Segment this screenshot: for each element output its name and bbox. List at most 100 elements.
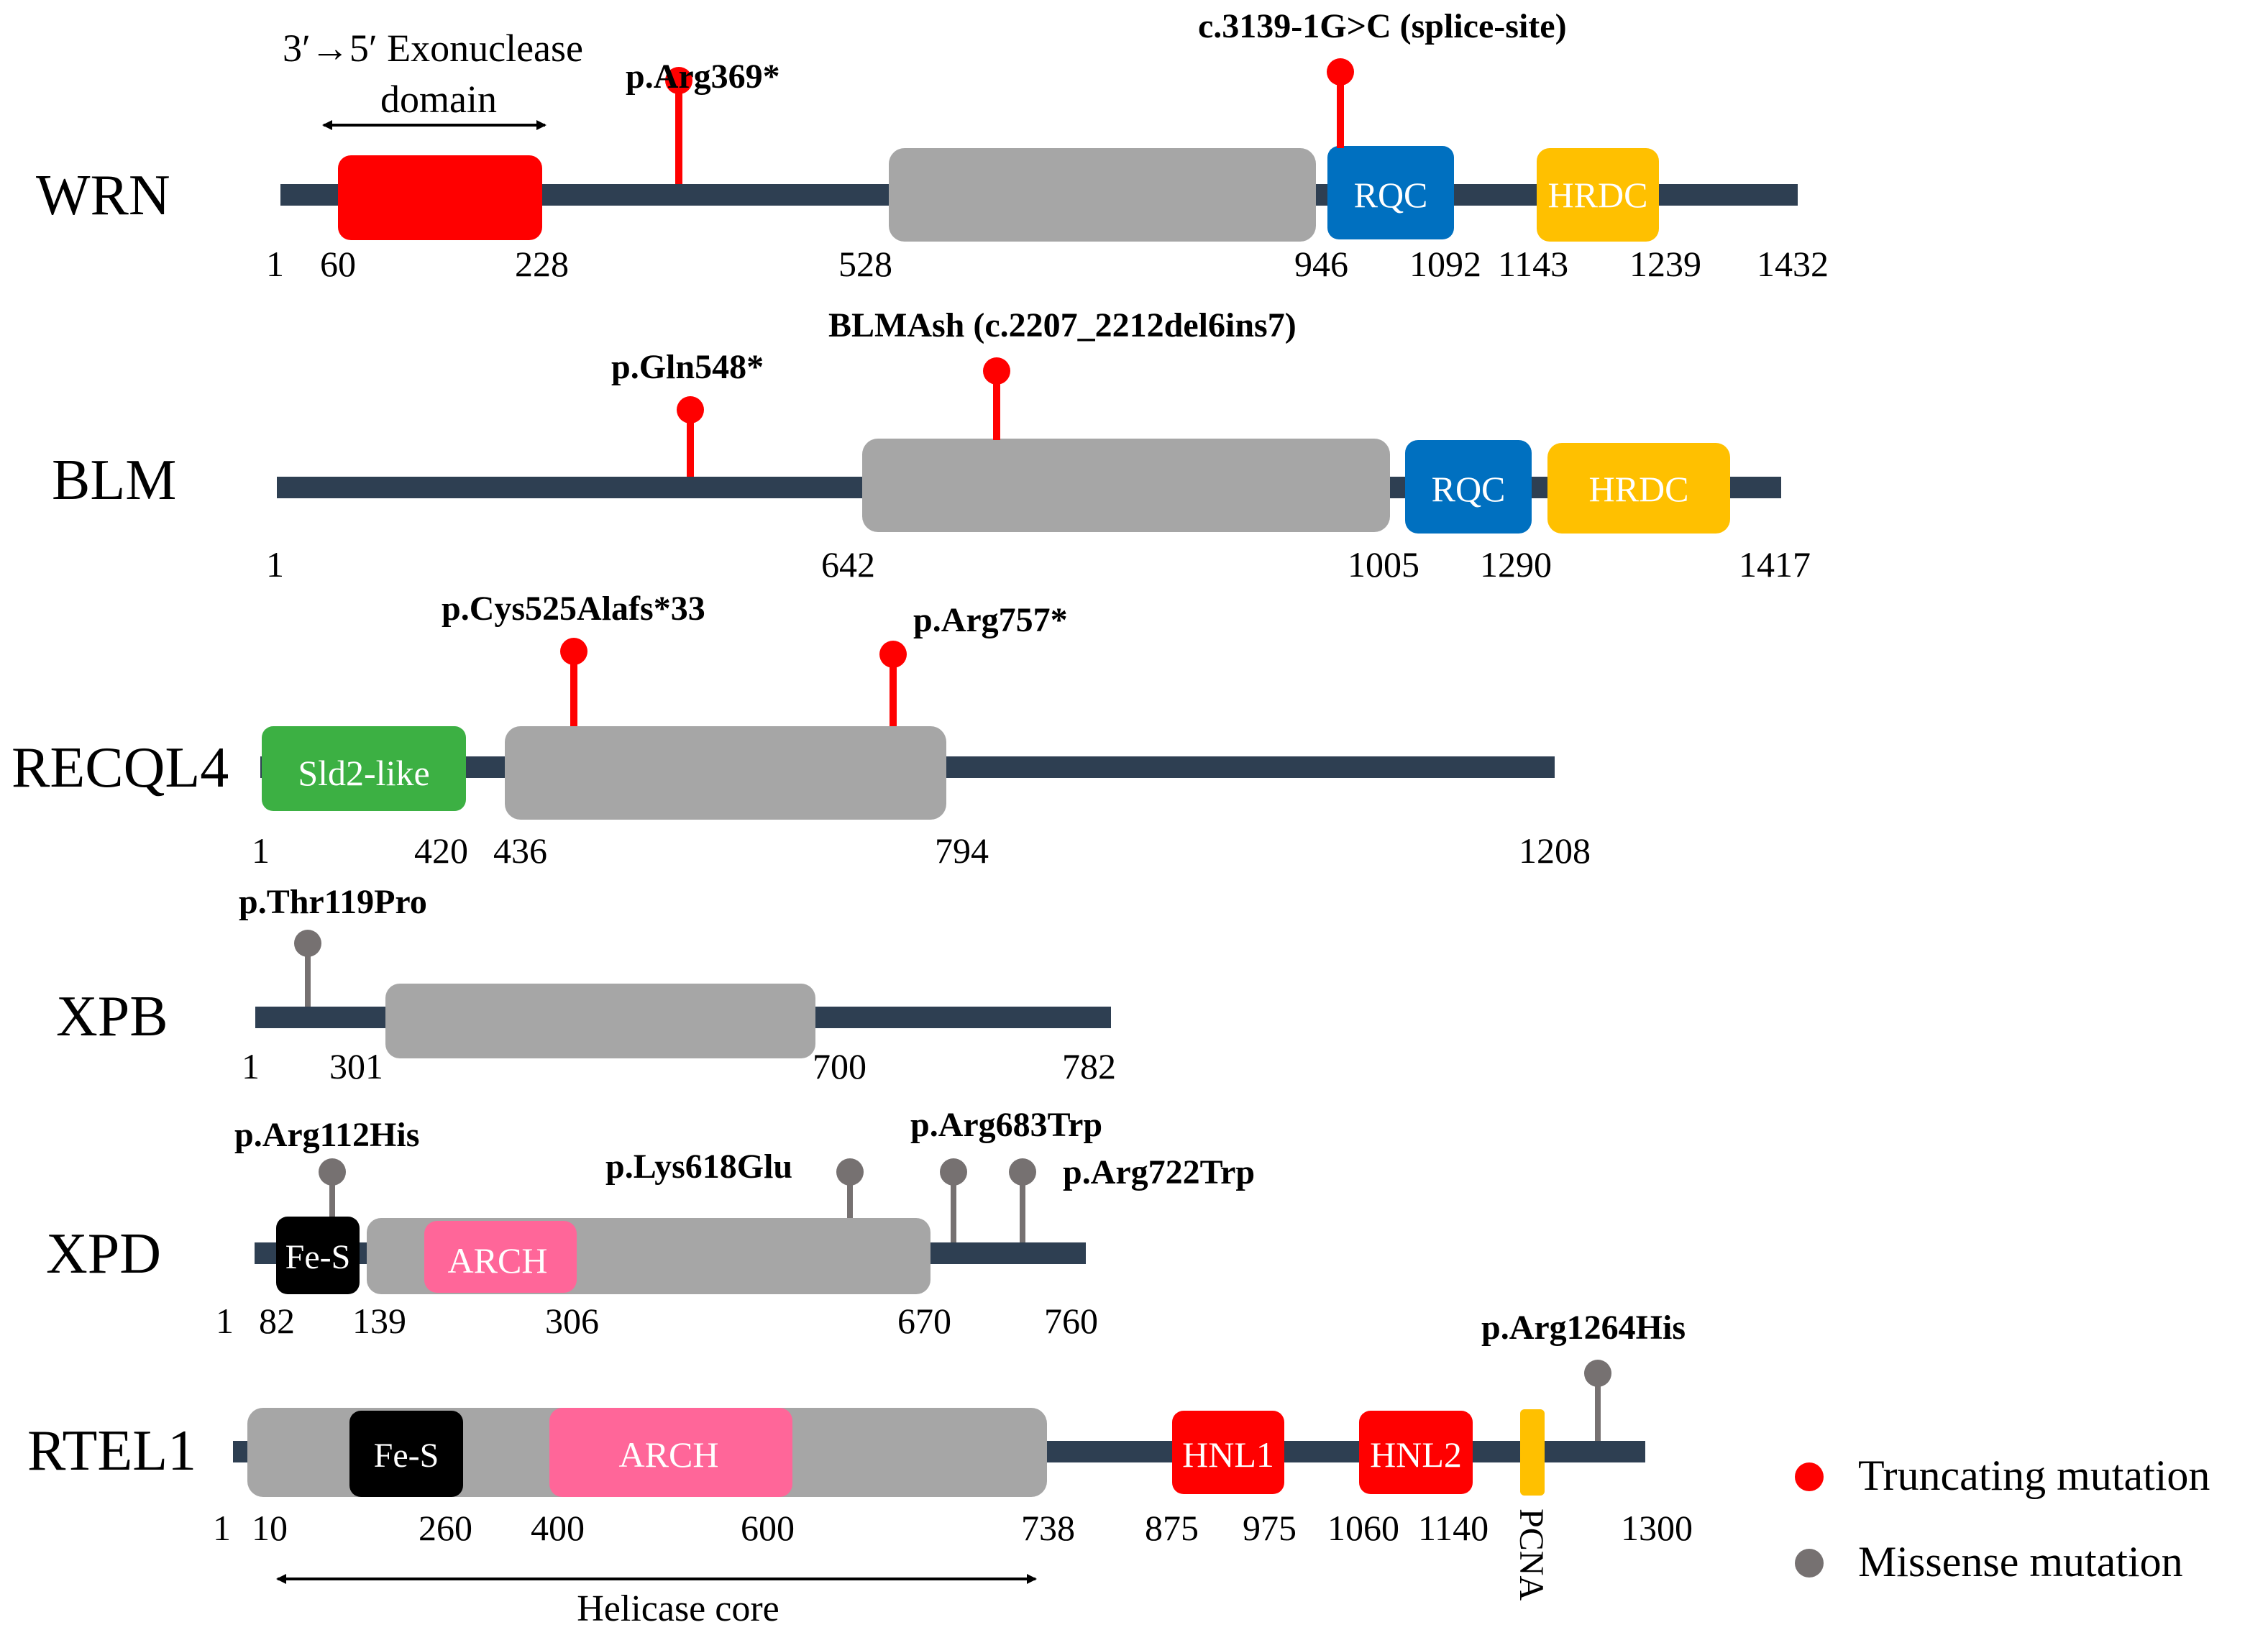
rqc-domain — [1405, 440, 1532, 534]
mutation-label: BLMAsh (c.2207_2212del6ins7) — [828, 306, 1297, 344]
position-label: 1 — [242, 1046, 260, 1086]
mutation-label: p.Arg757* — [913, 601, 1068, 639]
mutation-label: p.Thr119Pro — [239, 883, 427, 921]
position-label: 946 — [1294, 244, 1348, 284]
missense-mutation-marker — [319, 1158, 346, 1186]
position-label: 400 — [531, 1508, 585, 1548]
position-label: 738 — [1021, 1508, 1075, 1548]
position-label: 260 — [419, 1508, 472, 1548]
helicase-domain — [385, 984, 815, 1058]
sld2-like-domain — [262, 726, 466, 811]
position-label: 139 — [352, 1301, 406, 1341]
protein-name: WRN — [36, 164, 170, 227]
hnl2-domain — [1359, 1411, 1473, 1494]
domain-label: RQC — [1354, 175, 1428, 215]
mutation-label: c.3139-1G>C (splice-site) — [1198, 7, 1567, 45]
position-label: 1140 — [1418, 1508, 1489, 1548]
protein-rtel1: RTEL1 Fe-S ARCH HNL1 HNL2 p.Arg1264His 1… — [27, 1309, 1693, 1629]
mutation-label: p.Arg369* — [626, 58, 780, 96]
position-label: 1060 — [1327, 1508, 1399, 1548]
truncating-mutation-marker — [677, 396, 704, 423]
position-label: 1300 — [1621, 1508, 1693, 1548]
position-label: 1143 — [1498, 244, 1568, 284]
domain-label: HNL1 — [1182, 1434, 1274, 1475]
position-label: 1005 — [1348, 544, 1419, 585]
position-label: 1 — [266, 244, 284, 284]
protein-xpb: XPB p.Thr119Pro 1 301 700 782 — [56, 883, 1116, 1086]
position-label: 228 — [515, 244, 569, 284]
mutation-label: p.Arg1264His — [1481, 1309, 1686, 1347]
mutation-label: p.Gln548* — [611, 348, 764, 386]
position-label: 1 — [266, 544, 284, 585]
position-label: 642 — [821, 544, 875, 585]
position-label: 301 — [329, 1046, 383, 1086]
pcna-motif — [1520, 1409, 1545, 1496]
position-label: 1 — [213, 1508, 231, 1548]
position-label: 670 — [897, 1301, 951, 1341]
legend-label: Truncating mutation — [1858, 1452, 2210, 1499]
protein-xpd: XPD Fe-S ARCH p.Arg112His p.Lys618Glu p.… — [46, 1106, 1255, 1341]
protein-name: RTEL1 — [27, 1419, 196, 1483]
position-label: 1432 — [1757, 244, 1829, 284]
mutation-label: p.Cys525Alafs*33 — [442, 590, 705, 628]
hrdc-domain — [1537, 148, 1659, 242]
truncating-mutation-marker — [983, 357, 1010, 385]
truncating-mutation-marker — [665, 67, 692, 94]
domain-label: ARCH — [448, 1240, 548, 1281]
arch-domain — [549, 1408, 792, 1497]
protein-name: RECQL4 — [12, 736, 229, 800]
domain-label: Fe-S — [285, 1238, 351, 1276]
truncating-legend-marker — [1795, 1462, 1824, 1491]
position-label: 875 — [1145, 1508, 1199, 1548]
domain-label: RQC — [1432, 469, 1506, 509]
legend-label: Missense mutation — [1858, 1538, 2183, 1585]
missense-legend-marker — [1795, 1549, 1824, 1578]
exonuclease-domain — [338, 155, 542, 240]
position-label: 60 — [320, 244, 356, 284]
protein-blm: BLM RQC HRDC p.Gln548* BLMAsh (c.2207_22… — [52, 306, 1811, 585]
position-label: 82 — [259, 1301, 295, 1341]
hnl1-domain — [1172, 1411, 1284, 1494]
protein-recql4: RECQL4 Sld2-like p.Cys525Alafs*33 p.Arg7… — [12, 590, 1591, 871]
position-label: 1208 — [1519, 830, 1591, 871]
rqc-domain — [1327, 146, 1454, 239]
position-label: 782 — [1062, 1046, 1116, 1086]
position-label: 700 — [813, 1046, 866, 1086]
protein-name: XPD — [46, 1222, 161, 1286]
truncating-mutation-marker — [879, 641, 907, 668]
missense-mutation-marker — [1009, 1158, 1036, 1186]
position-label: 306 — [545, 1301, 599, 1341]
domain-label: HRDC — [1548, 175, 1648, 215]
missense-mutation-marker — [1584, 1360, 1611, 1387]
helicase-domain — [505, 726, 946, 820]
position-label: 1239 — [1629, 244, 1701, 284]
position-label: 975 — [1243, 1508, 1297, 1548]
protein-name: BLM — [52, 449, 176, 512]
missense-mutation-marker — [940, 1158, 967, 1186]
domain-label: HNL2 — [1370, 1434, 1462, 1475]
fe-s-cluster-domain — [349, 1411, 463, 1497]
mutation-label: p.Arg683Trp — [910, 1106, 1102, 1144]
domain-label: ARCH — [619, 1434, 719, 1475]
domain-label: Sld2-like — [298, 753, 429, 793]
hrdc-domain — [1547, 443, 1730, 534]
position-label: 760 — [1044, 1301, 1098, 1341]
position-label: 1092 — [1409, 244, 1481, 284]
domain-label: Fe-S — [374, 1437, 439, 1475]
mutation-label: p.Lys618Glu — [605, 1148, 792, 1186]
annotation-text: 3′→5′ Exonuclease — [283, 27, 583, 70]
position-label: 1 — [216, 1301, 234, 1341]
position-label: 420 — [414, 830, 468, 871]
domain-label: HRDC — [1589, 469, 1689, 509]
missense-mutation-marker — [836, 1158, 864, 1186]
position-label: 436 — [493, 830, 547, 871]
position-label: 528 — [838, 244, 892, 284]
truncating-mutation-marker — [1327, 58, 1354, 86]
arch-domain — [424, 1221, 577, 1293]
helicase-domain — [889, 148, 1316, 242]
mutation-label: p.Arg722Trp — [1063, 1153, 1255, 1191]
protein-wrn: WRN 3′→5′ Exonuclease domain RQC HRDC p.… — [36, 7, 1829, 284]
missense-mutation-marker — [294, 930, 321, 957]
position-label: 1417 — [1739, 544, 1811, 585]
